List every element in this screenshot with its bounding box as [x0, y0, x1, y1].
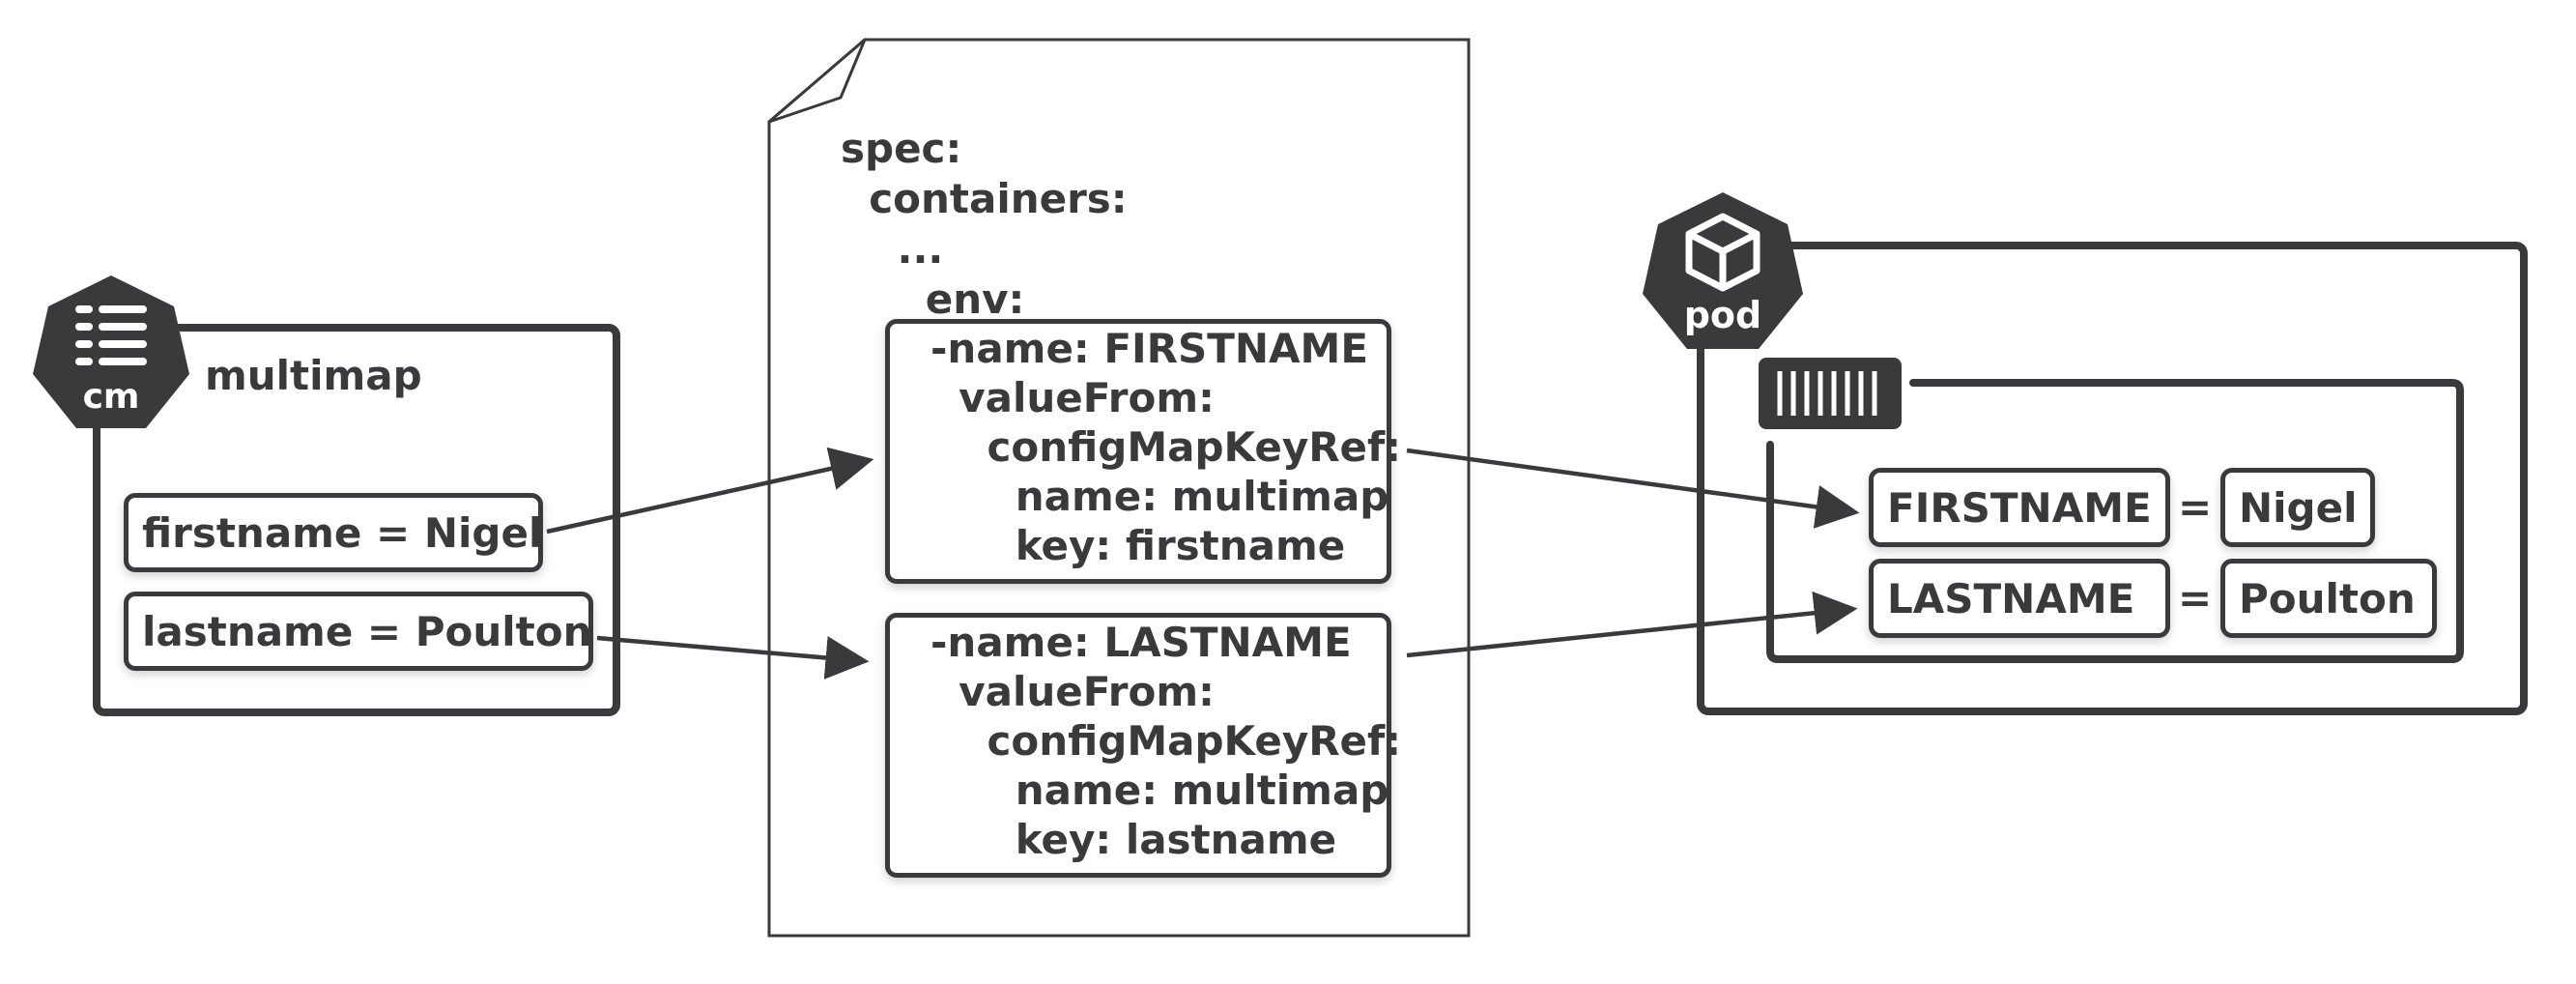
configmap-entry-firstname: firstname = Nigel — [124, 493, 543, 572]
env-block-lastname: -name: LASTNAME valueFrom: configMapKeyR… — [885, 613, 1401, 878]
equals-sign: = — [2178, 574, 2213, 622]
env-line: name: multimap — [930, 767, 1389, 814]
arrow-env-to-lastname — [1406, 591, 1858, 658]
env-var-value: Nigel — [2239, 483, 2358, 532]
configmap-name: multimap — [205, 352, 422, 399]
configmap-entry-text: lastname = Poulton — [142, 607, 592, 655]
env-line: configMapKeyRef: — [930, 717, 1402, 765]
env-var-name: FIRSTNAME — [1887, 483, 2152, 532]
manifest-line: containers: — [841, 175, 1128, 222]
pod-icon-label: pod — [1683, 294, 1762, 336]
arrow-env-to-firstname — [1406, 448, 1860, 529]
manifest-line: env: — [841, 275, 1025, 323]
env-line: configMapKeyRef: — [930, 423, 1402, 471]
configmap-entry-lastname: lastname = Poulton — [124, 592, 593, 671]
container-icon — [1757, 356, 1907, 433]
equals-sign: = — [2178, 483, 2213, 531]
manifest-line: spec: — [841, 125, 962, 172]
env-line: valueFrom: — [930, 668, 1215, 715]
env-line: name: multimap — [930, 473, 1389, 520]
arrow-lastname-to-env — [596, 635, 870, 680]
env-line: -name: LASTNAME — [930, 619, 1352, 666]
env-var-value-firstname: Nigel — [2220, 468, 2375, 547]
env-block-firstname: -name: FIRSTNAME valueFrom: configMapKey… — [885, 319, 1401, 584]
env-line: key: lastname — [930, 816, 1337, 863]
env-line: -name: FIRSTNAME — [930, 325, 1369, 372]
env-var-value-lastname: Poulton — [2220, 559, 2437, 638]
configmap-entry-text: firstname = Nigel — [142, 508, 543, 557]
configmap-icon-label: cm — [82, 376, 140, 417]
env-line: valueFrom: — [930, 374, 1215, 421]
env-var-name: LASTNAME — [1887, 574, 2135, 622]
manifest-line: ... — [841, 225, 944, 273]
arrow-firstname-to-env — [546, 447, 874, 535]
configmap-icon: cm — [29, 271, 193, 435]
env-var-name-lastname: LASTNAME — [1869, 559, 2170, 638]
container-box — [1759, 358, 2474, 677]
pod-icon: pod — [1639, 188, 1807, 356]
env-var-name-firstname: FIRSTNAME — [1869, 468, 2170, 547]
env-line: key: firstname — [930, 522, 1346, 569]
env-var-value: Poulton — [2239, 574, 2416, 622]
